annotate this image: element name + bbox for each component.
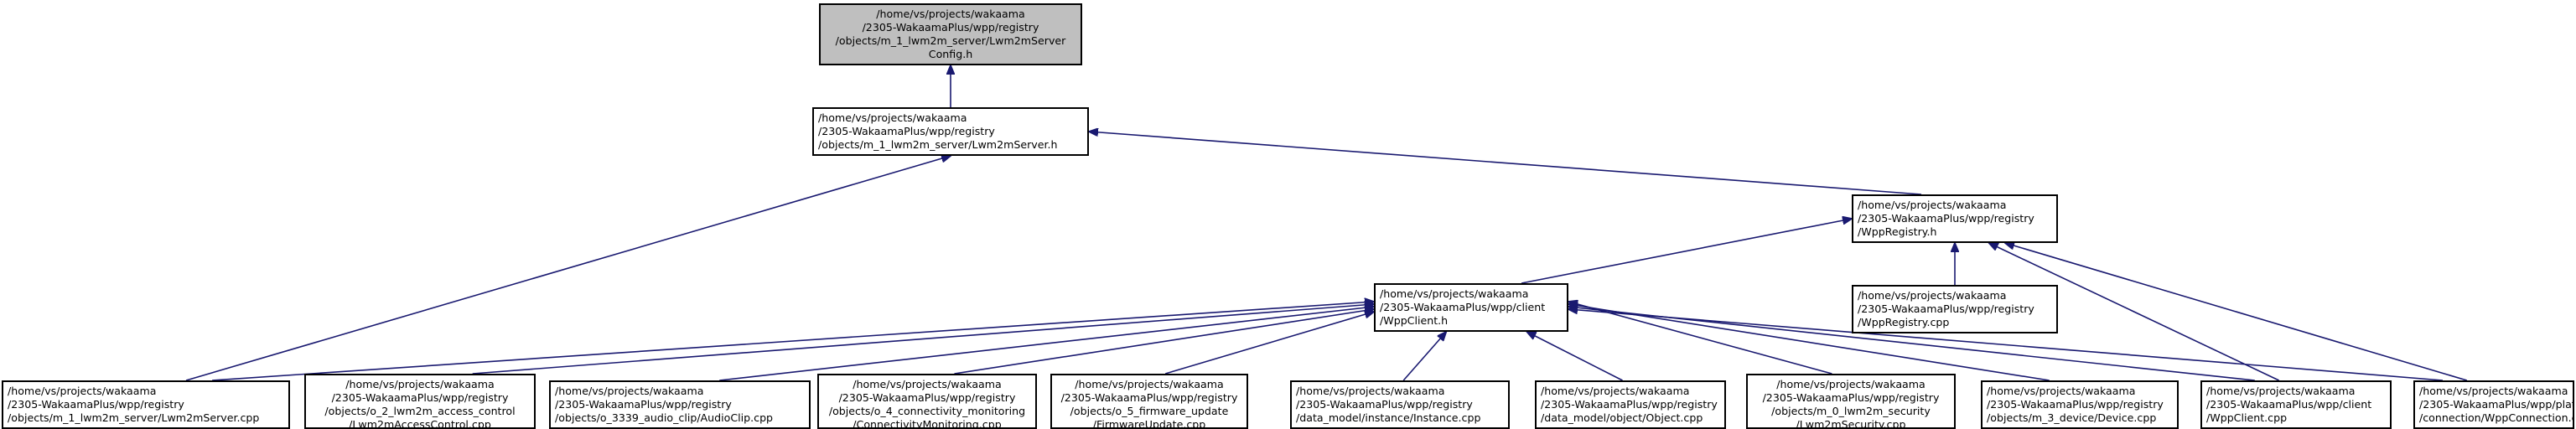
node-wppconnection-cpp[interactable]: /home/vs/projects/wakaama/2305-WakaamaPl…	[2413, 380, 2574, 429]
node-label-line: /data_model/object/Object.cpp	[1541, 411, 1703, 424]
node-label-line: /ConnectivityMonitoring.cpp	[853, 418, 1002, 429]
edge-connmon-cpp-to-wppclient-h	[954, 309, 1374, 375]
edge-security-cpp-to-wppclient-h	[1568, 302, 1832, 375]
node-label-line: /2305-WakaamaPlus/wpp/registry	[8, 398, 184, 411]
edge-wppclient-cpp-to-wppregistry-h	[1989, 243, 2279, 381]
node-label-line: /objects/m_1_lwm2m_server/Lwm2mServer	[835, 34, 1066, 47]
edge-device-cpp-to-wppclient-h	[1568, 304, 2050, 381]
node-label-line: /data_model/instance/Instance.cpp	[1296, 411, 1481, 424]
node-connmon-cpp[interactable]: /home/vs/projects/wakaama/2305-WakaamaPl…	[817, 374, 1037, 429]
edge-fwupdate-cpp-to-wppclient-h	[1164, 312, 1374, 375]
node-label-line: /2305-WakaamaPlus/wpp/registry	[1858, 212, 2034, 225]
node-wppregistry-h[interactable]: /home/vs/projects/wakaama/2305-WakaamaPl…	[1852, 194, 2058, 243]
node-label-line: /home/vs/projects/wakaama	[1987, 385, 2136, 397]
node-label-line: /home/vs/projects/wakaama	[818, 111, 967, 124]
edge-wppregistry-h-to-lwm2mserver-h	[1089, 132, 1922, 195]
node-label-line: /home/vs/projects/wakaama	[1380, 287, 1529, 300]
node-label-line: /2305-WakaamaPlus/wpp/registry	[862, 21, 1039, 34]
node-label-line: /WppClient.h	[1380, 314, 1449, 327]
node-label-line: /home/vs/projects/wakaama	[1776, 378, 1926, 390]
node-label-line: /home/vs/projects/wakaama	[1296, 385, 1445, 397]
node-label-line: /home/vs/projects/wakaama	[876, 8, 1025, 20]
node-lwm2mserver-h[interactable]: /home/vs/projects/wakaama/2305-WakaamaPl…	[812, 107, 1089, 156]
node-label-line: /objects/m_3_device/Device.cpp	[1987, 411, 2157, 424]
node-label-line: /2305-WakaamaPlus/wpp/registry	[331, 391, 509, 404]
node-lwm2mserver-cpp[interactable]: /home/vs/projects/wakaama/2305-WakaamaPl…	[2, 380, 290, 429]
node-label-line: /home/vs/projects/wakaama	[2419, 385, 2568, 397]
edge-wppclient-h-to-wppregistry-h	[1521, 219, 1852, 284]
node-label-line: /home/vs/projects/wakaama	[345, 378, 495, 390]
node-label-line: /home/vs/projects/wakaama	[8, 385, 157, 397]
node-label-line: /2305-WakaamaPlus/wpp/registry	[1541, 398, 1718, 411]
node-root[interactable]: /home/vs/projects/wakaama/2305-WakaamaPl…	[819, 3, 1082, 65]
edge-lwm2mserver-cpp-to-wppclient-h	[211, 302, 1374, 381]
node-label-line: /2305-WakaamaPlus/wpp/registry	[555, 398, 732, 411]
node-label-line: /2305-WakaamaPlus/wpp/registry	[1762, 391, 1940, 404]
node-device-cpp[interactable]: /home/vs/projects/wakaama/2305-WakaamaPl…	[1981, 380, 2179, 429]
node-audioclip-cpp[interactable]: /home/vs/projects/wakaama/2305-WakaamaPl…	[549, 380, 811, 429]
node-label-line: /objects/o_3339_audio_clip/AudioClip.cpp	[555, 411, 774, 424]
node-object-cpp[interactable]: /home/vs/projects/wakaama/2305-WakaamaPl…	[1535, 380, 1726, 429]
node-label-line: /2305-WakaamaPlus/wpp/registry	[1987, 398, 2164, 411]
node-instance-cpp[interactable]: /home/vs/projects/wakaama/2305-WakaamaPl…	[1290, 380, 1510, 429]
node-label-line: /objects/m_1_lwm2m_server/Lwm2mServer.h	[818, 138, 1058, 151]
node-fwupdate-cpp[interactable]: /home/vs/projects/wakaama/2305-WakaamaPl…	[1050, 374, 1248, 429]
node-label-line: /home/vs/projects/wakaama	[853, 378, 1002, 390]
edge-audioclip-cpp-to-wppclient-h	[719, 307, 1374, 381]
node-label-line: /2305-WakaamaPlus/wpp/client	[2206, 398, 2372, 411]
node-security-cpp[interactable]: /home/vs/projects/wakaama/2305-WakaamaPl…	[1746, 374, 1956, 429]
node-label-line: /2305-WakaamaPlus/wpp/registry	[1858, 302, 2034, 315]
node-label-line: /2305-WakaamaPlus/wpp/registry	[818, 125, 995, 137]
node-label-line: /objects/o_2_lwm2m_access_control	[324, 405, 516, 417]
node-label-line: /home/vs/projects/wakaama	[2206, 385, 2356, 397]
node-label-line: /2305-WakaamaPlus/wpp/registry	[838, 391, 1016, 404]
node-label-line: /connection/WppConnection.cpp	[2419, 411, 2574, 424]
node-wppclient-cpp[interactable]: /home/vs/projects/wakaama/2305-WakaamaPl…	[2200, 380, 2392, 429]
node-label-line: /WppClient.cpp	[2206, 411, 2288, 424]
node-wppclient-h[interactable]: /home/vs/projects/wakaama/2305-WakaamaPl…	[1374, 283, 1568, 332]
edge-lwm2mserver-cpp-to-lwm2mserver-h	[185, 156, 951, 381]
edge-accesscontrol-cpp-to-wppclient-h	[472, 304, 1374, 375]
node-label-line: /objects/m_0_lwm2m_security	[1771, 405, 1931, 417]
node-label-line: /2305-WakaamaPlus/wpp/platform	[2419, 398, 2574, 411]
node-label-line: /home/vs/projects/wakaama	[1858, 199, 2007, 211]
node-label-line: /WppRegistry.h	[1858, 225, 1937, 238]
node-label-line: /home/vs/projects/wakaama	[1858, 289, 2007, 302]
node-label-line: /Lwm2mAccessControl.cpp	[349, 418, 491, 429]
node-label-line: /home/vs/projects/wakaama	[1075, 378, 1224, 390]
node-label-line: /2305-WakaamaPlus/wpp/registry	[1060, 391, 1238, 404]
node-label-line: Config.h	[928, 48, 973, 60]
node-label-line: /objects/o_5_firmware_update	[1070, 405, 1229, 417]
node-label-line: /objects/m_1_lwm2m_server/Lwm2mServer.cp…	[8, 411, 260, 424]
node-label-line: /Lwm2mSecurity.cpp	[1796, 418, 1906, 429]
edge-wppconnection-cpp-to-wppregistry-h	[2005, 243, 2468, 381]
node-label-line: /WppRegistry.cpp	[1858, 316, 1950, 328]
edge-instance-cpp-to-wppclient-h	[1402, 332, 1446, 381]
node-accesscontrol-cpp[interactable]: /home/vs/projects/wakaama/2305-WakaamaPl…	[304, 374, 536, 429]
node-label-line: /FirmwareUpdate.cpp	[1092, 418, 1206, 429]
node-label-line: /objects/o_4_connectivity_monitoring	[828, 405, 1026, 417]
edge-object-cpp-to-wppclient-h	[1527, 332, 1623, 381]
edge-wppconnection-cpp-to-wppclient-h	[1568, 309, 2444, 381]
node-label-line: /2305-WakaamaPlus/wpp/client	[1380, 301, 1546, 313]
node-label-line: /home/vs/projects/wakaama	[555, 385, 704, 397]
node-wppregistry-cpp[interactable]: /home/vs/projects/wakaama/2305-WakaamaPl…	[1852, 285, 2058, 333]
node-label-line: /2305-WakaamaPlus/wpp/registry	[1296, 398, 1473, 411]
node-label-line: /home/vs/projects/wakaama	[1541, 385, 1690, 397]
